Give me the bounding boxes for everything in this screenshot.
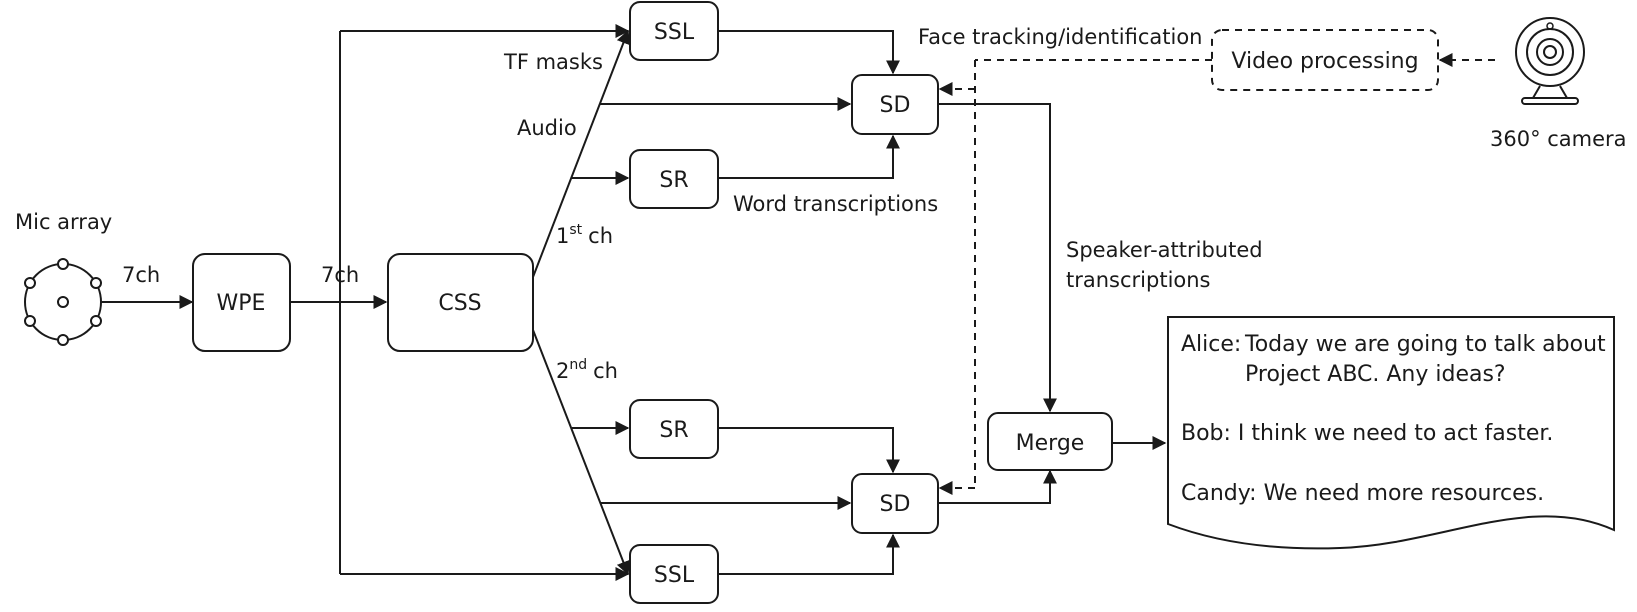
css-box — [387, 253, 534, 352]
edge-sd-bottom-to-merge — [938, 469, 1057, 504]
merge-label: Merge — [1016, 431, 1085, 456]
transcript-line2: Bob: I think we need to act faster. — [1181, 421, 1553, 446]
sr-top-label: SR — [659, 168, 688, 193]
channel-2-trunk — [532, 329, 630, 576]
camera-label: 360° camera — [1490, 127, 1627, 151]
ssl-top-label: SSL — [654, 20, 695, 45]
audio-label: Audio — [517, 116, 577, 140]
mic-array-icon — [24, 258, 102, 346]
wpe-label: WPE — [217, 291, 266, 316]
sd-bottom-label: SD — [880, 492, 911, 517]
edge-sr-top-to-sd-top — [718, 134, 900, 179]
transcript-line3: Candy: We need more resources. — [1181, 481, 1544, 506]
speaker-attributed-label-1: Speaker-attributed — [1066, 238, 1263, 262]
transcript-document — [1167, 316, 1615, 550]
css-label: CSS — [438, 291, 481, 316]
tf-masks-label: TF masks — [503, 50, 603, 74]
transcript-line1-a: Today we are going to talk about — [1244, 332, 1606, 357]
edge-sr-bottom-to-sd-bottom — [718, 427, 900, 474]
transcript-line1-speaker: Alice: — [1181, 332, 1241, 357]
edge-label-mic-to-wpe: 7ch — [122, 263, 160, 287]
camera-icon — [1515, 17, 1585, 105]
transcript-line1-b: Project ABC. Any ideas? — [1245, 362, 1506, 387]
ssl-bottom-label: SSL — [654, 563, 695, 588]
edge-ssl-bottom-to-sd-bottom — [718, 533, 900, 575]
speaker-attributed-label-2: transcriptions — [1066, 268, 1211, 292]
sr-bottom-label: SR — [659, 418, 688, 443]
mic-array-label: Mic array — [15, 210, 112, 234]
edge-sd-top-to-merge — [938, 103, 1057, 413]
video-processing-box — [1211, 29, 1439, 91]
merge-box — [987, 412, 1113, 471]
edge-ssl-top-to-sd-top — [718, 30, 900, 75]
video-processing-label: Video processing — [1231, 49, 1418, 74]
channel-1-trunk — [532, 29, 630, 278]
sd-top-label: SD — [880, 93, 911, 118]
word-transcriptions-label: Word transcriptions — [733, 192, 938, 216]
face-tracking-label: Face tracking/identification — [918, 25, 1202, 49]
